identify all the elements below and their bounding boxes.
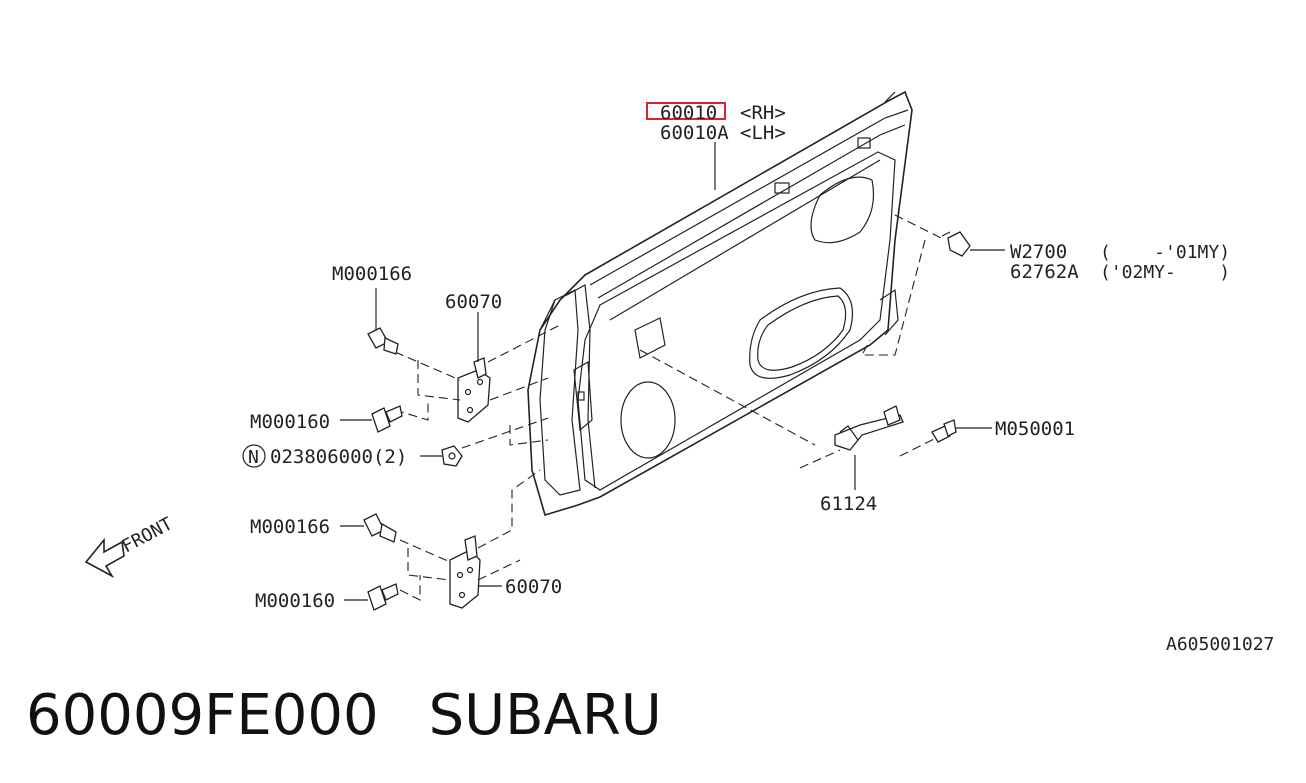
label-door-lh-side: <LH> bbox=[740, 122, 786, 144]
bolt-top-upper-icon bbox=[367, 327, 399, 355]
footer-caption: 60009FE000 SUBARU bbox=[26, 683, 712, 748]
label-clip-a-range: ( -'01MY) bbox=[1100, 242, 1230, 263]
label-hinge-upper[interactable]: 60070 bbox=[445, 291, 502, 313]
upper-hinge-icon bbox=[457, 357, 491, 423]
bolt-top-lower-icon bbox=[371, 405, 403, 433]
label-bolt-top-lower[interactable]: M000160 bbox=[250, 411, 330, 433]
label-checker-part[interactable]: 61124 bbox=[820, 493, 877, 515]
nut-symbol-circle bbox=[242, 444, 266, 468]
footer-part-number: 60009FE000 bbox=[26, 683, 379, 748]
front-arrow-icon bbox=[84, 537, 125, 579]
highlight-box bbox=[646, 102, 726, 120]
checker-bolt-icon bbox=[931, 419, 957, 443]
label-nut-symbol: N bbox=[248, 447, 259, 468]
label-hinge-lower[interactable]: 60070 bbox=[505, 576, 562, 598]
bolt-bottom-lower-icon bbox=[367, 583, 399, 611]
reference-code: A605001027 bbox=[1166, 634, 1275, 655]
label-clip-b-range: ('02MY- ) bbox=[1100, 262, 1230, 283]
label-bolt-top-upper[interactable]: M000166 bbox=[332, 263, 412, 285]
footer-brand: SUBARU bbox=[428, 683, 662, 748]
lower-hinge-icon bbox=[449, 535, 481, 609]
label-checker[interactable]: M050001 bbox=[995, 418, 1075, 440]
label-clip-a[interactable]: W2700 bbox=[1010, 241, 1067, 263]
label-door-rh-side: <RH> bbox=[740, 102, 786, 124]
door-checker-icon bbox=[834, 405, 904, 451]
label-door-rh[interactable]: 60010 bbox=[660, 102, 717, 124]
bolt-bottom-upper-icon bbox=[363, 513, 397, 543]
label-door-lh[interactable]: 60010A bbox=[660, 122, 729, 144]
nut-icon bbox=[441, 445, 463, 467]
label-bolt-bottom-lower[interactable]: M000160 bbox=[255, 590, 335, 612]
clip-icon bbox=[941, 231, 971, 257]
door-shell bbox=[527, 90, 913, 517]
label-clip-b[interactable]: 62762A bbox=[1010, 261, 1079, 283]
label-front: FRONT bbox=[118, 513, 176, 557]
label-bolt-bottom-upper[interactable]: M000166 bbox=[250, 516, 330, 538]
label-nut[interactable]: 023806000(2) bbox=[270, 446, 407, 468]
